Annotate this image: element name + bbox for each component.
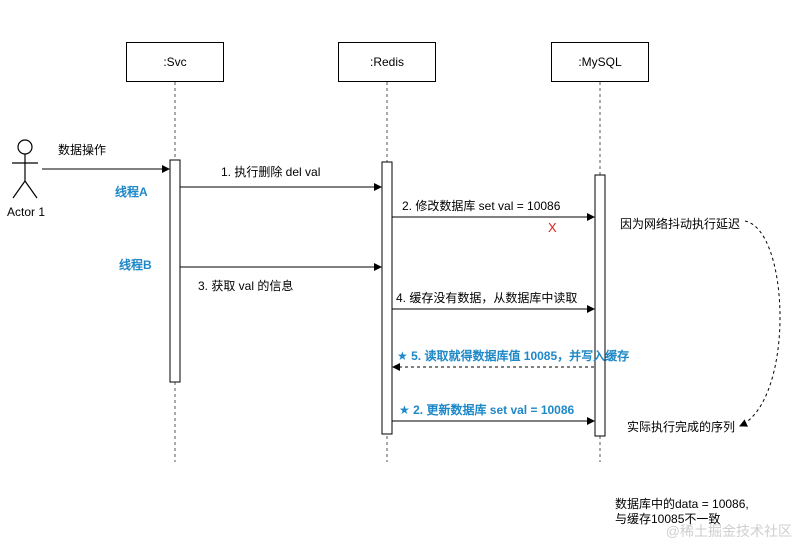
svc-label: :Svc <box>163 55 187 69</box>
svc-activation <box>169 159 181 383</box>
delay-curve-arrow <box>739 220 781 427</box>
delay-note: 因为网络抖动执行延迟 <box>620 217 741 231</box>
thread-b-label: 线程B <box>119 258 152 272</box>
mysql-activation <box>594 174 606 437</box>
conclusion-note: 数据库中的data = 10086, 与缓存10085不一致 <box>615 497 749 526</box>
watermark: @稀土掘金技术社区 <box>665 523 792 539</box>
actor-action-label: 数据操作 <box>58 143 107 157</box>
m5-label: 5. 读取就得数据库值 10085，并写入缓存 <box>411 349 630 363</box>
actor-name: Actor 1 <box>7 205 46 219</box>
m5-label-row: ★ 5. 读取就得数据库值 10085，并写入缓存 <box>397 347 629 364</box>
thread-a-label: 线程A <box>115 185 148 199</box>
mysql-participant: :MySQL <box>551 42 649 82</box>
m4-label: 4. 缓存没有数据，从数据库中读取 <box>396 291 578 305</box>
m2-label: 2. 修改数据库 set val = 10086 <box>402 199 561 213</box>
m1-label: 1. 执行删除 del val <box>221 165 321 179</box>
redis-participant: :Redis <box>338 42 436 82</box>
mysql-label: :MySQL <box>578 55 622 69</box>
actor-icon <box>12 139 38 199</box>
m6-label: 2. 更新数据库 set val = 10086 <box>413 403 575 417</box>
star-icon: ★ <box>399 403 410 417</box>
actual-sequence-note: 实际执行完成的序列 <box>627 420 736 434</box>
star-icon: ★ <box>397 349 408 363</box>
redis-label: :Redis <box>369 55 404 69</box>
fail-mark: X <box>548 220 557 235</box>
svc-participant: :Svc <box>126 42 224 82</box>
m3-label: 3. 获取 val 的信息 <box>198 279 294 293</box>
redis-activation <box>381 161 393 435</box>
m6-label-row: ★ 2. 更新数据库 set val = 10086 <box>399 401 574 418</box>
